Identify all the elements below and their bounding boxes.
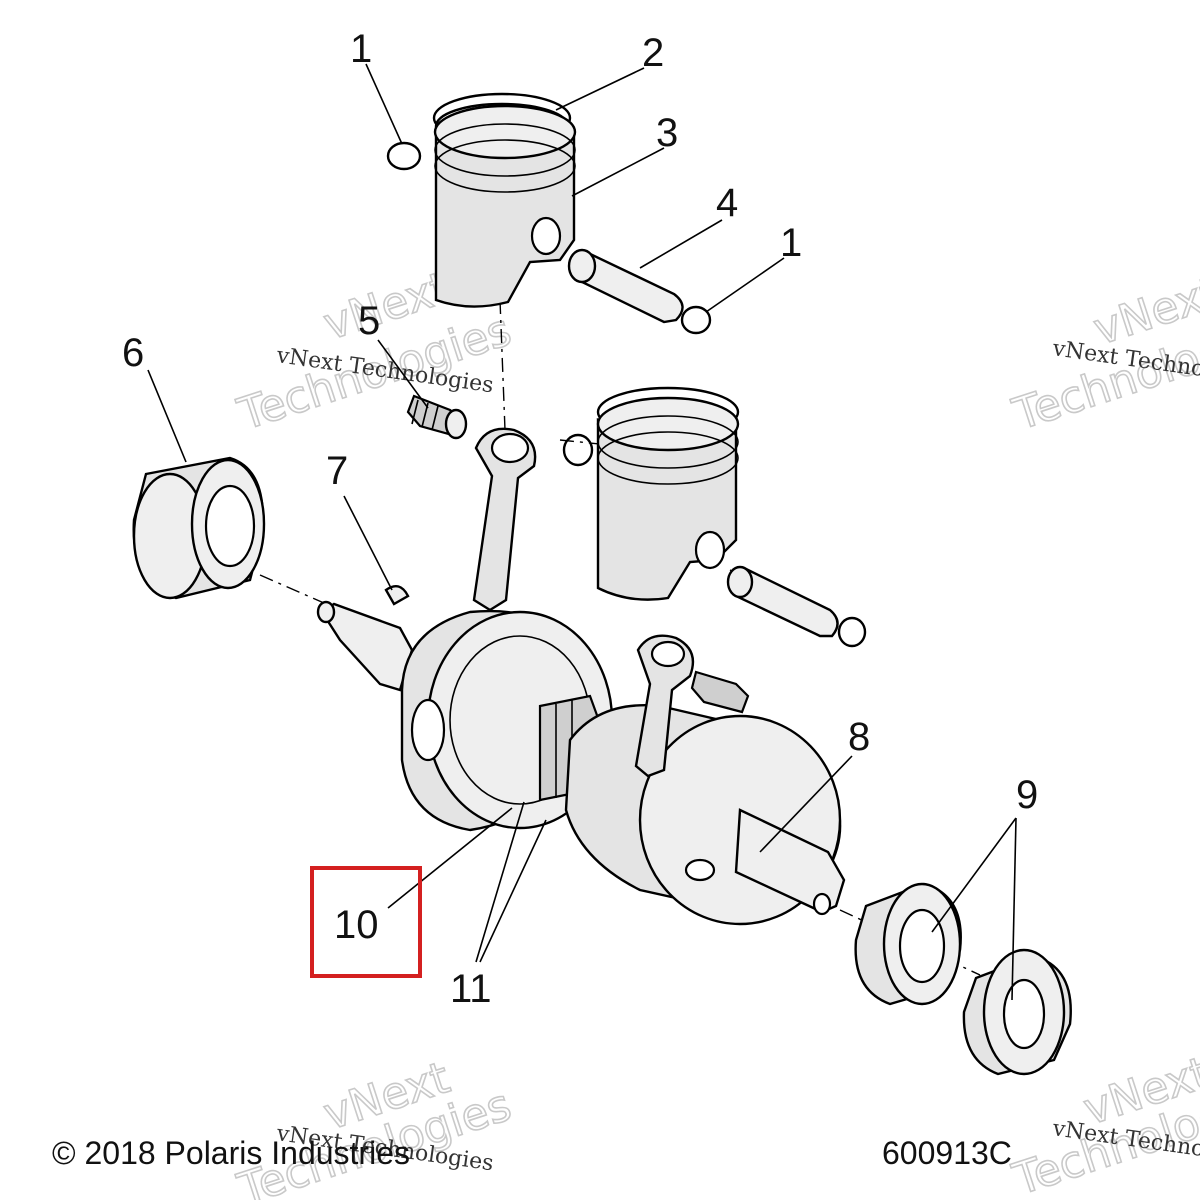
wrist-pin-second bbox=[734, 566, 839, 638]
piston-second bbox=[562, 386, 867, 648]
wrist-pin-top bbox=[576, 250, 684, 324]
main-bearing-right bbox=[854, 882, 962, 1006]
crankshaft-assembly bbox=[316, 427, 846, 926]
callout-labels: 1 2 3 4 1 5 6 7 8 9 10 11 bbox=[122, 27, 1038, 1011]
callout-6: 6 bbox=[122, 331, 144, 375]
piston-top bbox=[386, 92, 712, 335]
circlip-second-left bbox=[562, 433, 594, 467]
callout-3: 3 bbox=[656, 111, 678, 155]
crankshaft-stub-right bbox=[734, 808, 846, 914]
woodruff-key bbox=[384, 584, 410, 606]
needle-bearing-lower bbox=[690, 670, 750, 714]
circlip-top-left bbox=[386, 141, 422, 171]
callout-1-right: 1 bbox=[780, 221, 802, 265]
circlip-top-right bbox=[680, 305, 712, 335]
callout-9: 9 bbox=[1016, 773, 1038, 817]
circlip-second-right bbox=[837, 616, 867, 648]
main-bearing-left bbox=[132, 456, 266, 600]
oil-seal-right bbox=[962, 948, 1072, 1076]
callout-7: 7 bbox=[326, 449, 348, 493]
callout-4: 4 bbox=[716, 181, 738, 225]
callout-2: 2 bbox=[642, 31, 664, 75]
callout-11: 11 bbox=[450, 967, 492, 1011]
highlight-box-callout-10[interactable] bbox=[310, 866, 422, 978]
callout-5: 5 bbox=[358, 299, 380, 343]
needle-bearing-upper bbox=[406, 394, 468, 440]
callout-10: 10 bbox=[334, 903, 379, 947]
callout-1-top: 1 bbox=[350, 27, 372, 71]
connecting-rod-lower bbox=[634, 634, 695, 778]
crankshaft-stub-left bbox=[320, 602, 414, 692]
callout-8: 8 bbox=[848, 715, 870, 759]
connecting-rod-upper bbox=[472, 427, 537, 612]
part-number: 600913C bbox=[882, 1135, 1012, 1171]
piston-pin-bore-top bbox=[530, 216, 562, 256]
copyright-text: © 2018 Polaris Industries bbox=[52, 1135, 410, 1171]
leader-lines bbox=[147, 63, 1017, 1001]
